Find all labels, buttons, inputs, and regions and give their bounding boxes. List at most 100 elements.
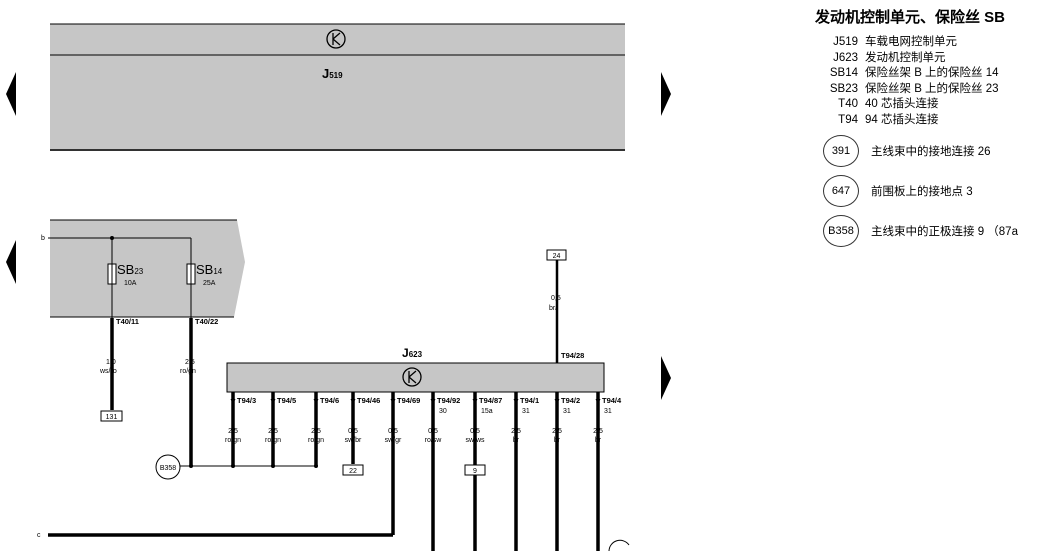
- wire-size: 0,5: [428, 428, 438, 435]
- ground-point-code: 647: [823, 175, 859, 207]
- page-next-arrow-bottom[interactable]: [661, 356, 671, 400]
- fuse-sb14-rating: 25A: [203, 280, 216, 287]
- page-next-arrow-top[interactable]: [661, 72, 671, 116]
- fuse-panel: [50, 219, 245, 318]
- pin-label: T94/92: [437, 396, 460, 405]
- legend-item: J519 车载电网控制单元: [815, 35, 1040, 51]
- legend-code: SB14: [829, 67, 858, 79]
- wire-size: 2,5: [593, 428, 603, 435]
- ref-box: 131: [106, 414, 118, 421]
- wire-color: br: [554, 437, 561, 444]
- pin-terminal: 30: [439, 408, 447, 415]
- ref-box: 22: [349, 468, 357, 475]
- wire-size: 2,5: [511, 428, 521, 435]
- wire-color: br/: [549, 305, 557, 312]
- legend-ground-point: B358 主线束中的正极连接 9 （87a: [823, 214, 1040, 248]
- ground-point-code: B358: [823, 215, 859, 247]
- legend-items: J519 车载电网控制单元 J623 发动机控制单元 SB14 保险丝架 B 上的保险丝 …: [815, 35, 1040, 128]
- legend-code: T94: [838, 113, 858, 126]
- wire-size: 2,5: [228, 428, 238, 435]
- wire-color: sw/br: [345, 437, 362, 444]
- legend-item: T94 94 芯插头连接: [815, 113, 1040, 129]
- wire-size: 2,5: [552, 428, 562, 435]
- pin-label: T40/22: [195, 317, 218, 326]
- wire-size: 0,5: [348, 428, 358, 435]
- legend-desc: 40 芯插头连接: [865, 98, 939, 110]
- wire-c-label: c: [37, 532, 41, 539]
- pin-terminal: 31: [522, 408, 530, 415]
- pin-terminal: 31: [563, 408, 571, 415]
- pin-terminal: 31: [604, 408, 612, 415]
- pin-label: T94/69: [397, 396, 420, 405]
- wire-size: 2,5: [268, 428, 278, 435]
- wire-color: ro/gn: [308, 437, 324, 444]
- fuse-sb23-label: SB23: [117, 262, 144, 277]
- b358-connection: B358: [155, 454, 318, 480]
- ref-box: 24: [553, 253, 561, 260]
- legend-title: 发动机控制单元、保险丝 SB: [815, 9, 1006, 26]
- transistor-icon: [402, 367, 422, 387]
- legend-code: T40: [838, 98, 858, 110]
- page-prev-arrow-bottom[interactable]: [6, 240, 16, 284]
- legend-desc: 保险丝架 B 上的保险丝 23: [865, 82, 999, 95]
- wire-size: 0,5: [388, 428, 398, 435]
- fuse-sb23-rating: 10A: [124, 280, 137, 287]
- j519-control-unit: J519: [50, 23, 625, 151]
- legend-code: J623: [833, 51, 858, 64]
- wire-color: br: [513, 437, 520, 444]
- page-prev-arrow-top[interactable]: [6, 72, 16, 116]
- pin-terminal: 15a: [481, 408, 493, 415]
- wire-t94-28: 24 0,5 br/ T94/28: [546, 249, 584, 363]
- pin-label: T94/6: [320, 396, 339, 405]
- wire-color: br: [595, 437, 602, 444]
- legend-desc: 94 芯插头连接: [865, 113, 939, 126]
- legend-code: SB23: [829, 82, 858, 95]
- wire-t94-92: T94/92 30 0,5 ro/sw: [425, 392, 460, 551]
- wire-t94-1: T94/1 31 2,5 br: [511, 392, 539, 551]
- pin-label: T94/46: [357, 396, 380, 405]
- j519-label: J519: [322, 66, 343, 81]
- ground-point-desc: 主线束中的正极连接 9 （87a: [871, 226, 1018, 238]
- transistor-icon: [326, 29, 346, 49]
- fuse-sb14-label: SB14: [196, 262, 223, 277]
- wire-size: 2,5: [311, 428, 321, 435]
- legend-ground-point: 647 前围板上的接地点 3: [823, 174, 1040, 208]
- legend-panel: 发动机控制单元、保险丝 SB J519 车载电网控制单元 J623 发动机控制单元 SB…: [815, 6, 1040, 248]
- wire-b-label: b: [41, 235, 45, 242]
- pin-label: T94/3: [237, 396, 256, 405]
- pin-label: T94/4: [602, 396, 622, 405]
- b358-label: B358: [160, 465, 176, 472]
- ref-box: 9: [473, 468, 477, 475]
- wire-t40-22: T40/22 2,5 ro/gn: [180, 317, 218, 466]
- wire-color: sw/ws: [465, 437, 485, 444]
- wire-color: ws/ro: [99, 368, 117, 375]
- pin-label: T40/11: [116, 317, 139, 326]
- wire-t94-6: T94/6 2,5 ro/gn: [308, 392, 339, 466]
- wire-t40-11: T40/11 1,0 ws/ro 131: [99, 317, 139, 422]
- wire-t94-3: T94/3 2,5 ro/gn: [225, 392, 256, 466]
- legend-item: T40 40 芯插头连接: [815, 97, 1040, 113]
- wire-t94-4: T94/4 31 2,5 br: [593, 392, 622, 551]
- wire-t94-69: T94/69 0,5 sw/gr: [385, 392, 420, 535]
- wire-size: 2,5: [185, 359, 195, 366]
- wire-color: sw/gr: [385, 437, 402, 444]
- wire-size: 1,0: [106, 359, 116, 366]
- wire-color: ro/gn: [225, 437, 241, 444]
- fuse-sb23: SB23 10A: [107, 262, 144, 287]
- legend-desc: 发动机控制单元: [865, 51, 946, 64]
- pin-label: T94/1: [520, 396, 539, 405]
- ground-point-desc: 前围板上的接地点 3: [871, 186, 973, 198]
- pin-label: T94/28: [561, 351, 584, 360]
- ground-point-desc: 主线束中的接地连接 26: [871, 146, 991, 158]
- legend-desc: 车载电网控制单元: [865, 36, 957, 48]
- legend-desc: 保险丝架 B 上的保险丝 14: [865, 67, 999, 79]
- pin-label: T94/2: [561, 396, 580, 405]
- legend-item: J623 发动机控制单元: [815, 51, 1040, 67]
- wire-color: ro/sw: [425, 437, 443, 444]
- wire-size: 0,5: [470, 428, 480, 435]
- legend-code: J519: [833, 36, 858, 48]
